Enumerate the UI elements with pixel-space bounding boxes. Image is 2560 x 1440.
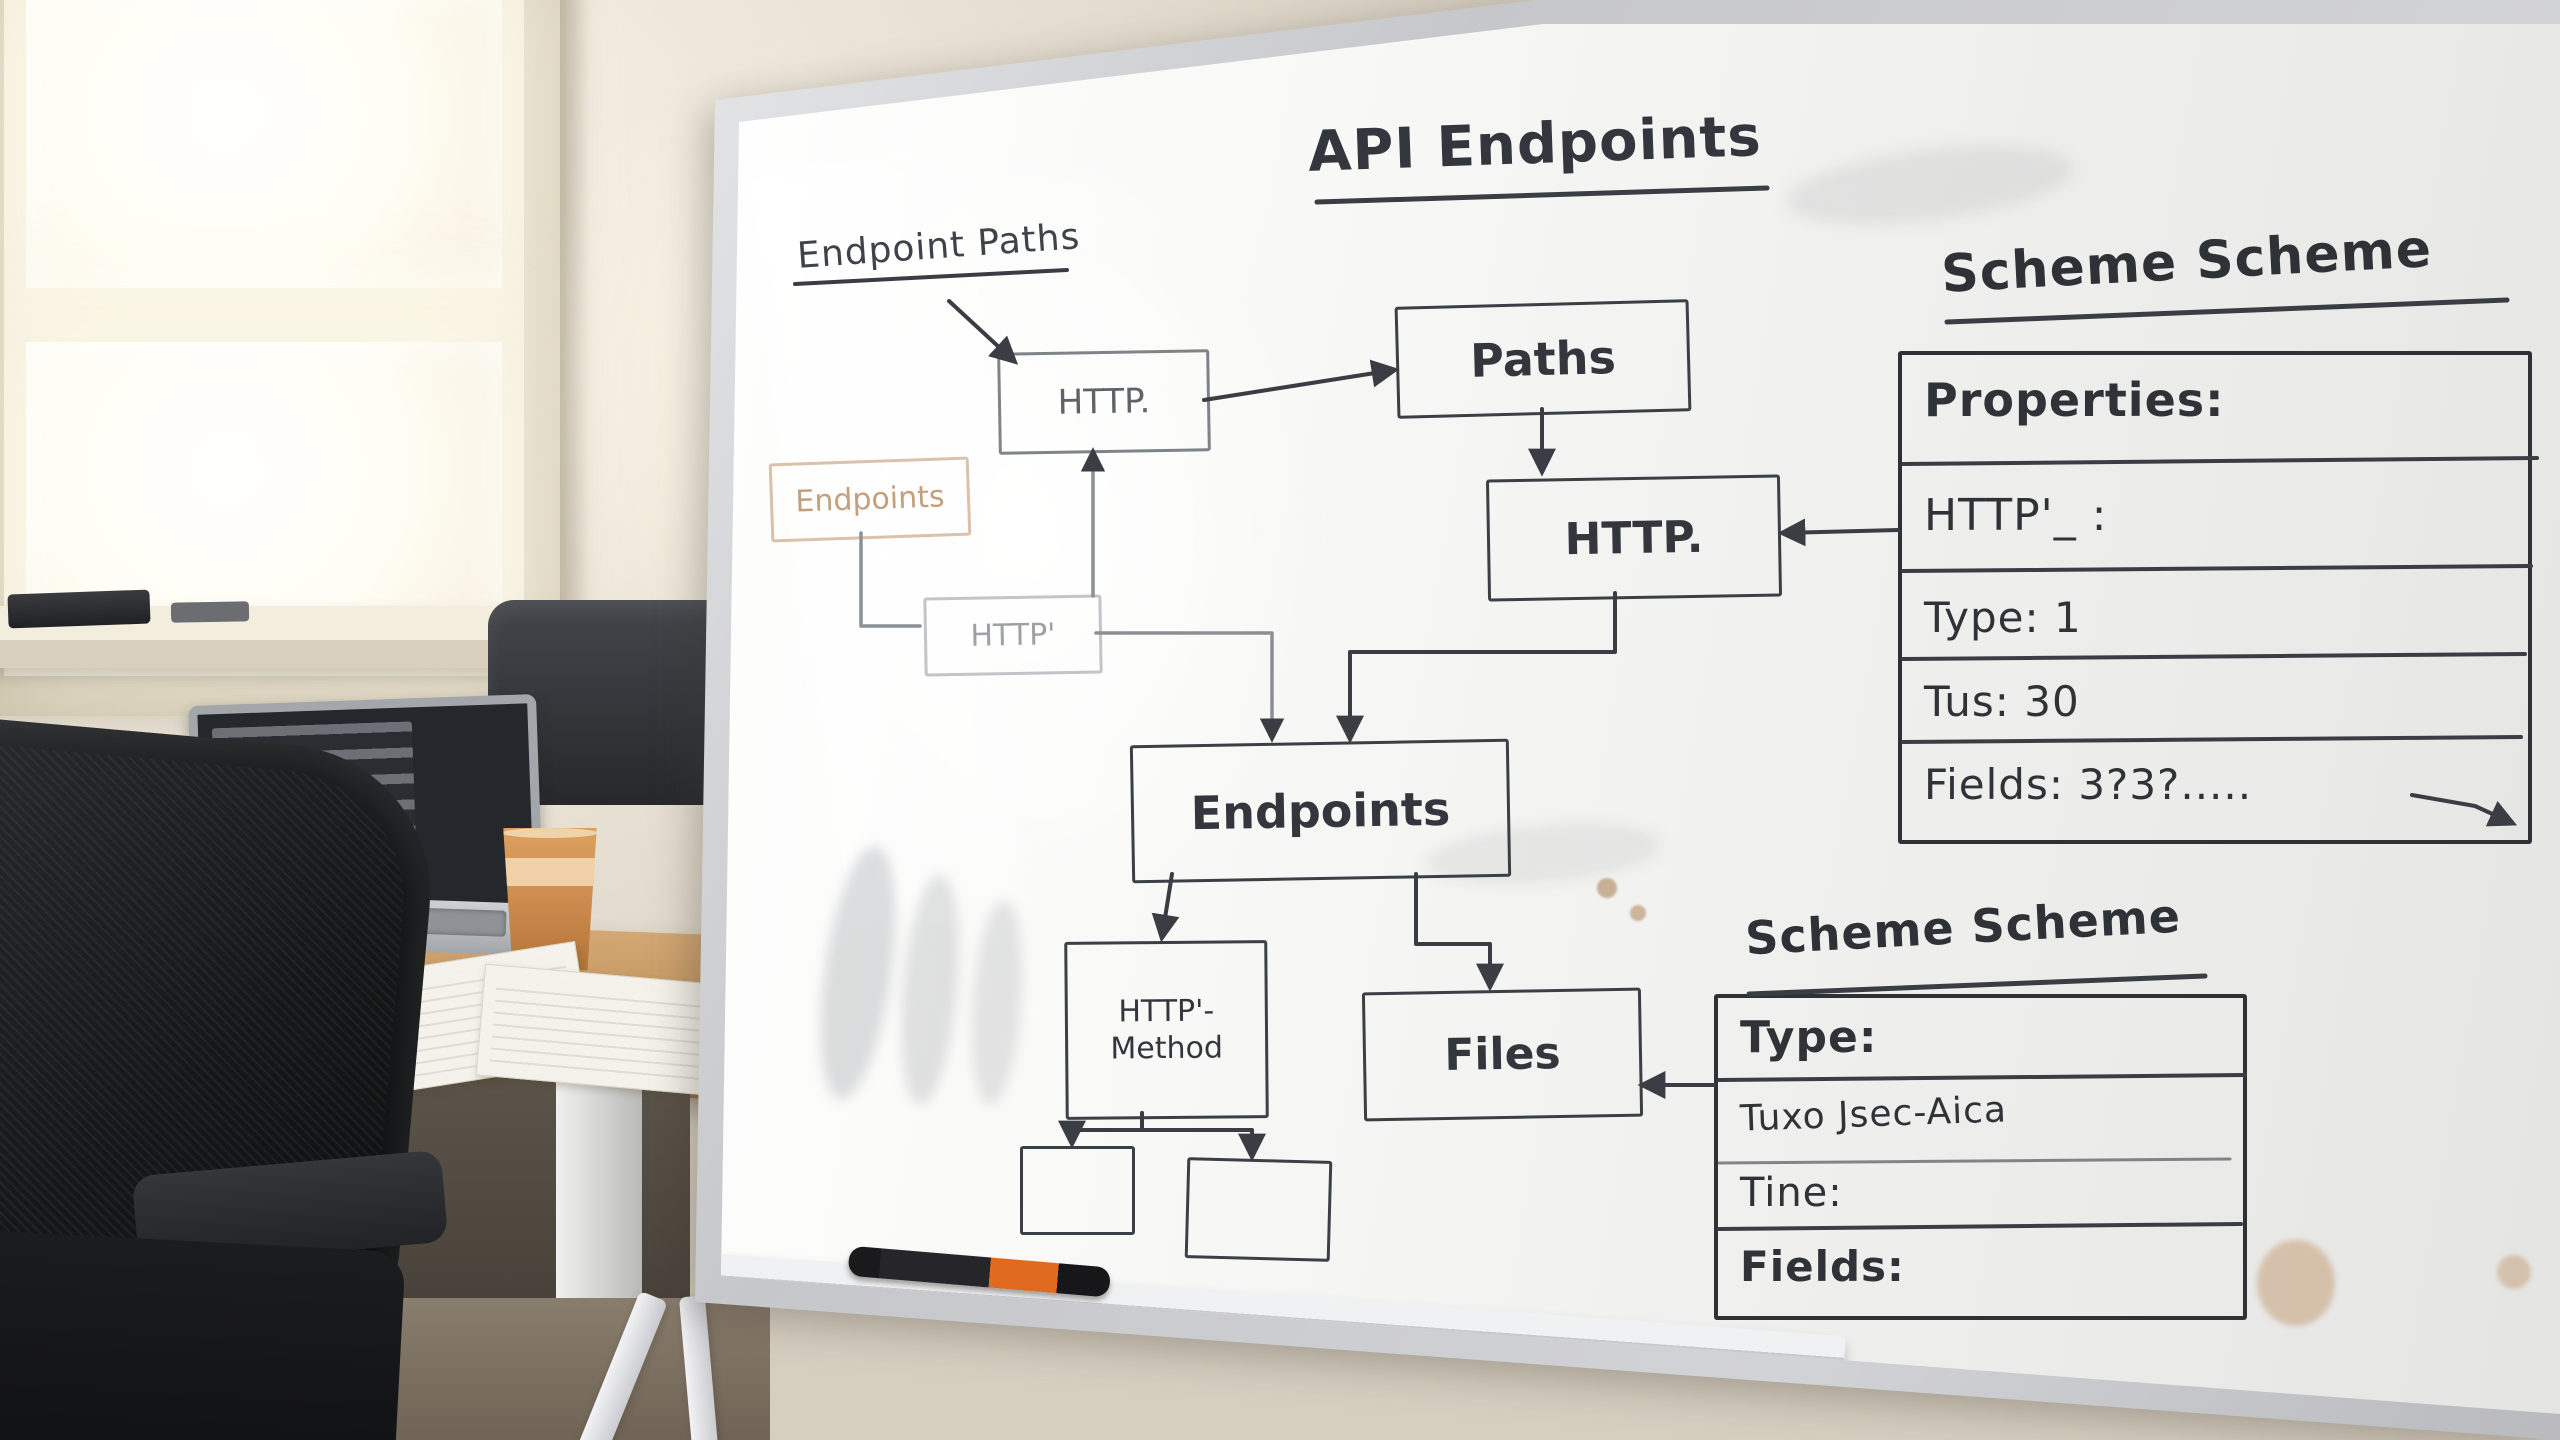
scheme-row: Properties: bbox=[1924, 373, 2225, 427]
sill-marker bbox=[170, 601, 250, 623]
box-http-method: HTTP'- Method bbox=[1064, 940, 1269, 1120]
chair-seat bbox=[0, 1227, 406, 1440]
box-http-faint-label: HTTP' bbox=[970, 617, 1056, 654]
box-endpoints-label: Endpoints bbox=[1190, 781, 1451, 841]
coffee-stain bbox=[2257, 1240, 2335, 1326]
board-eraser bbox=[7, 589, 151, 629]
window bbox=[0, 0, 566, 716]
window-frame bbox=[4, 0, 524, 676]
box-http-top: HTTP. bbox=[997, 349, 1211, 455]
coffee-cup-rim bbox=[503, 828, 597, 838]
scheme-row: HTTP'_ : bbox=[1924, 490, 2108, 541]
box-http-mid: HTTP. bbox=[1485, 474, 1783, 602]
box-endpoints-faint: Endpoints bbox=[768, 456, 972, 543]
scheme-row: Tuxo Jsec-Aica bbox=[1739, 1089, 2008, 1140]
box-empty-right bbox=[1184, 1157, 1333, 1262]
box-endpoints-faint-label: Endpoints bbox=[794, 479, 946, 520]
box-http-method-line2: Method bbox=[1110, 1030, 1224, 1067]
scheme-row: Type: bbox=[1740, 1012, 1878, 1063]
window-pane-top bbox=[26, 0, 502, 288]
scheme-row: Tine: bbox=[1740, 1170, 1843, 1216]
window-sill bbox=[0, 589, 566, 668]
scheme-panel-bottom: Type: Tuxo Jsec-Aica Tine: Fields: bbox=[1714, 994, 2247, 1320]
scheme-top-heading: Scheme Scheme bbox=[1939, 219, 2434, 305]
scheme-row: Type: 1 bbox=[1924, 593, 2082, 642]
scheme-row: Fields: 3?3?..... bbox=[1924, 760, 2253, 809]
scheme-bottom-heading: Scheme Scheme bbox=[1743, 888, 2183, 966]
board-title: API Endpoints bbox=[1307, 104, 1763, 185]
box-http-top-label: HTTP. bbox=[1057, 381, 1151, 423]
scheme-row: Tus: 30 bbox=[1924, 677, 2080, 726]
box-files-label: Files bbox=[1443, 1027, 1562, 1082]
whiteboard: API Endpoints Endpoint Paths Scheme Sche… bbox=[675, 0, 2560, 1440]
stain-dot bbox=[1630, 905, 1646, 921]
box-http-faint: HTTP' bbox=[923, 594, 1103, 677]
scheme-panel-top: Properties: HTTP'_ : Type: 1 Tus: 30 Fie… bbox=[1898, 351, 2532, 844]
box-files: Files bbox=[1361, 987, 1644, 1122]
box-endpoints: Endpoints bbox=[1129, 738, 1512, 884]
whiteboard-surface: API Endpoints Endpoint Paths Scheme Sche… bbox=[721, 24, 2560, 1414]
eraser-smudge bbox=[1781, 132, 2079, 238]
box-paths-label: Paths bbox=[1469, 330, 1617, 388]
coffee-cup-band bbox=[503, 858, 597, 886]
box-paths: Paths bbox=[1394, 299, 1692, 419]
office-chair bbox=[0, 713, 449, 1440]
scheme-row: Fields: bbox=[1740, 1242, 1905, 1291]
stain-dot bbox=[1597, 878, 1617, 898]
stain-dot bbox=[2497, 1255, 2531, 1289]
box-empty-left bbox=[1020, 1146, 1135, 1235]
box-http-method-line1: HTTP'- bbox=[1118, 993, 1215, 1029]
box-http-mid-label: HTTP. bbox=[1564, 511, 1704, 565]
